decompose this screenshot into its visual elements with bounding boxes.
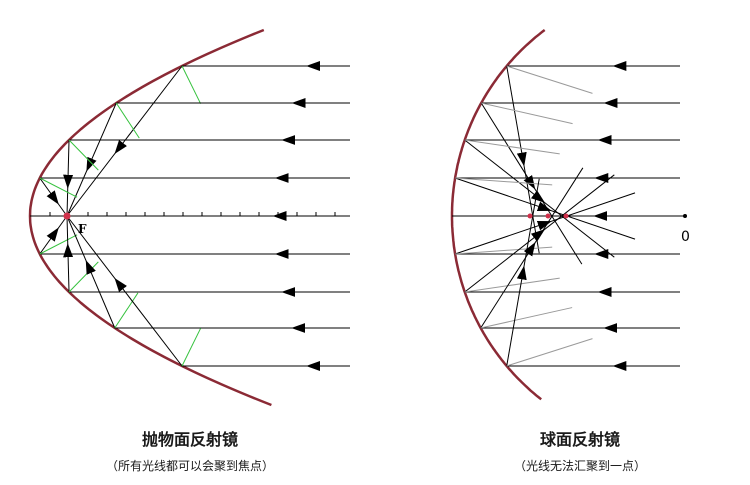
secondary-ray [455, 177, 553, 186]
secondary-ray [464, 139, 560, 155]
secondary-ray [506, 65, 593, 94]
focus-label: F [78, 222, 87, 236]
focus-point [63, 212, 71, 220]
spherical-mirror-curve [450, 28, 546, 401]
normal-line [39, 234, 78, 255]
focal-region-point [563, 213, 569, 219]
axis-ticks [49, 212, 336, 216]
spherical-ray-set [452, 61, 680, 371]
normal-line [68, 139, 99, 171]
reflected-ray [454, 192, 636, 255]
reflected-ray [454, 177, 636, 240]
focal-region-point [527, 213, 533, 219]
origin-label: 0 [681, 229, 690, 245]
parabolic-mirror-diagram: F [28, 28, 350, 407]
secondary-ray [480, 307, 573, 329]
spherical-caption-title: 球面反射镜 [539, 430, 620, 449]
spherical-mirror-diagram: 0 [450, 28, 690, 401]
parabolic-caption-subtitle: （所有光线都可以会聚到焦点） [105, 459, 274, 473]
normal-line [114, 292, 139, 329]
normal-line [39, 177, 78, 198]
secondary-ray [481, 102, 573, 125]
normal-line [115, 102, 140, 139]
parabolic-caption-title: 抛物面反射镜 [141, 430, 238, 449]
secondary-ray [464, 277, 560, 293]
reflected-ray [506, 65, 540, 254]
parabolic-mirror-curve [28, 28, 272, 407]
normal-line [181, 65, 202, 104]
reflected-ray [39, 177, 68, 217]
normal-line [181, 328, 202, 367]
parabolic-ray-set [30, 61, 350, 371]
reflected-ray [464, 174, 615, 293]
secondary-ray [455, 246, 553, 255]
reflected-ray [39, 215, 68, 255]
secondary-ray [506, 338, 593, 367]
center-point [683, 214, 687, 218]
normal-line [68, 261, 99, 293]
focal-region-point [545, 213, 551, 219]
spherical-caption-subtitle: （光线无法汇聚到一点） [513, 459, 646, 473]
